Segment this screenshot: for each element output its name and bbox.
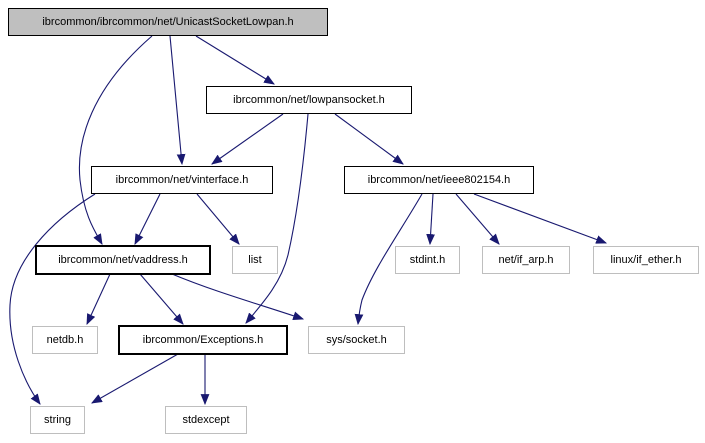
node-net-if-arp: net/if_arp.h: [482, 246, 570, 274]
edge-unicastsocketlowpan-lowpansocket: [195, 35, 275, 85]
node-ieee802154[interactable]: ibrcommon/net/ieee802154.h: [344, 166, 534, 194]
node-stdint: stdint.h: [395, 246, 460, 274]
node-vinterface[interactable]: ibrcommon/net/vinterface.h: [91, 166, 273, 194]
node-sys-socket: sys/socket.h: [308, 326, 405, 354]
edge-ieee802154-net-if-arp: [455, 193, 500, 245]
node-unicastsocketlowpan: ibrcommon/ibrcommon/net/UnicastSocketLow…: [8, 8, 328, 36]
edge-ieee802154-stdint: [426, 193, 435, 246]
edge-unicastsocketlowpan-vaddress: [78, 35, 153, 245]
edge-vinterface-vaddress: [134, 193, 161, 245]
edge-vinterface-list: [196, 193, 240, 245]
node-vaddress[interactable]: ibrcommon/net/vaddress.h: [35, 245, 211, 275]
node-stdexcept: stdexcept: [165, 406, 247, 434]
node-lowpansocket[interactable]: ibrcommon/net/lowpansocket.h: [206, 86, 412, 114]
edge-vaddress-sys-socket: [171, 273, 305, 320]
edge-vaddress-netdb: [86, 273, 111, 325]
node-netdb: netdb.h: [32, 326, 98, 354]
edge-exceptions-string: [91, 353, 179, 404]
node-string: string: [30, 406, 85, 434]
edge-unicastsocketlowpan-vinterface: [169, 35, 186, 166]
edge-vinterface-string: [9, 193, 96, 405]
edge-vaddress-exceptions: [139, 273, 184, 325]
edge-ieee802154-linux-if-ether: [473, 193, 608, 244]
edge-lowpansocket-ieee802154: [334, 113, 404, 165]
edge-lowpansocket-vinterface: [211, 113, 284, 165]
edge-ieee802154-sys-socket: [354, 193, 423, 326]
node-linux-if-ether: linux/if_ether.h: [593, 246, 699, 274]
node-exceptions[interactable]: ibrcommon/Exceptions.h: [118, 325, 288, 355]
node-list: list: [232, 246, 278, 274]
edge-lowpansocket-exceptions: [245, 113, 309, 324]
